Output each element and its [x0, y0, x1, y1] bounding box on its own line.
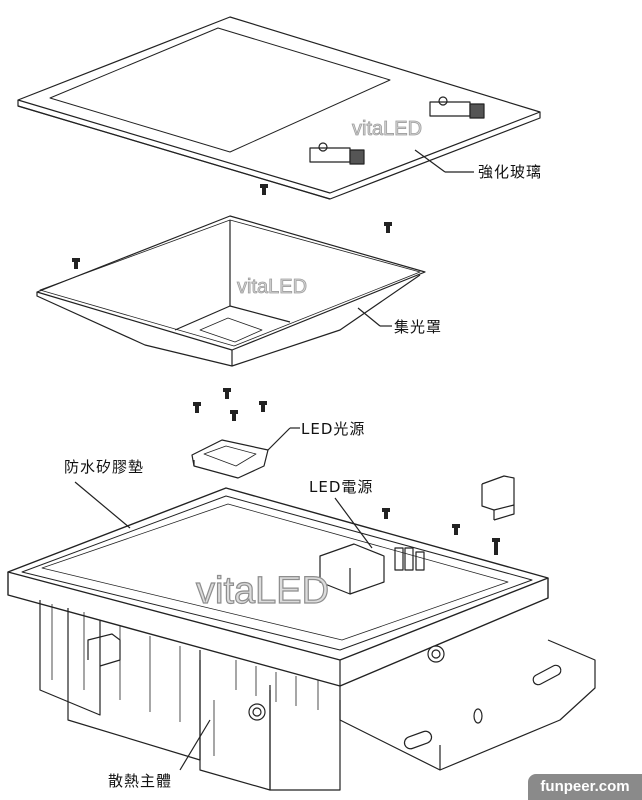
leader-line: [74, 481, 131, 529]
watermark: vitaLED: [195, 569, 330, 612]
reflector: [36, 215, 426, 367]
leader-line: [267, 427, 291, 451]
label-reflector: 集光罩: [394, 318, 443, 336]
led-module: [191, 439, 269, 479]
label-heatsink-body: 散熱主體: [108, 772, 173, 790]
watermark: vitaLED: [352, 118, 423, 141]
source-badge: funpeer.com: [528, 774, 642, 800]
glass-clip: [309, 142, 365, 165]
label-waterproof-gasket: 防水矽膠墊: [64, 458, 145, 476]
heatsink-body: [7, 487, 596, 791]
label-tempered-glass: 強化玻璃: [478, 163, 543, 181]
watermark: vitaLED: [237, 276, 308, 299]
mounting-bracket: [481, 475, 515, 521]
leader-line: [179, 719, 211, 771]
label-led-driver: LED電源: [309, 478, 374, 496]
label-led-light-source: LED光源: [301, 420, 366, 438]
leader-line: [414, 149, 446, 173]
leader-line: [334, 497, 373, 549]
screw: [193, 388, 267, 421]
tempered-glass-panel: [17, 16, 541, 200]
leader-line: [357, 307, 381, 327]
glass-clip: [429, 96, 485, 119]
